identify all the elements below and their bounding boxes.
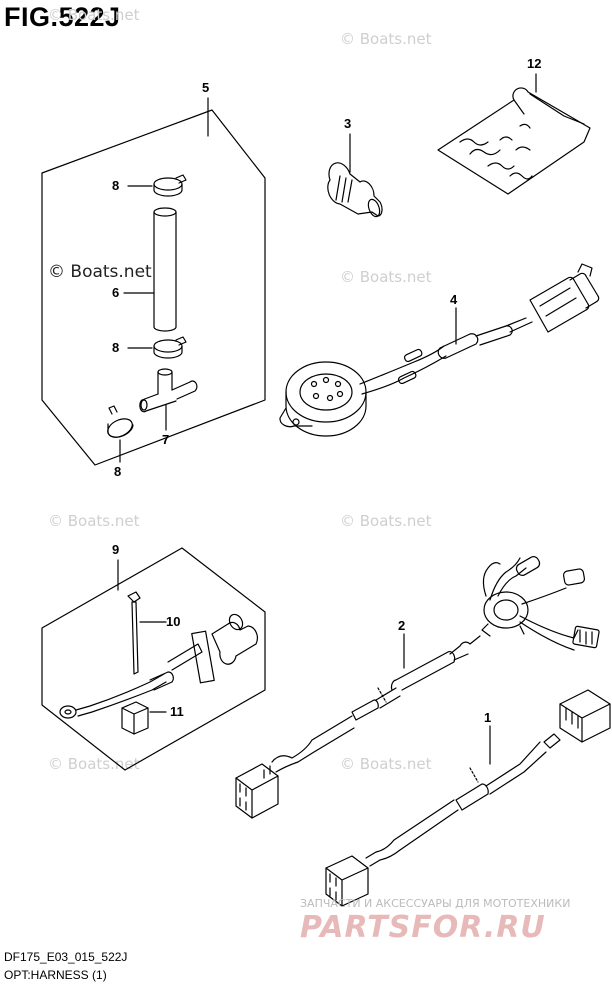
callout-7: 7: [162, 432, 170, 447]
callout-12: 12: [527, 56, 542, 71]
callout-5: 5: [202, 80, 210, 95]
watermark: © Boats.net: [48, 755, 140, 773]
bag-12: [437, 73, 591, 195]
hose-6: [123, 207, 177, 332]
hose-clamp-middle: [127, 336, 187, 359]
diagram-name: OPT:HARNESS (1): [4, 968, 107, 982]
diagram-code: DF175_E03_015_522J: [4, 950, 128, 964]
buzzer-harness-4: [279, 263, 600, 437]
callout-8: 8: [114, 464, 122, 479]
shop-logo: PARTSFOR.RU: [300, 910, 546, 945]
callout-4: 4: [450, 292, 458, 307]
watermark: © Boats.net: [340, 30, 432, 48]
shop-tagline: ЗАПЧАСТИ И АКСЕССУАРЫ ДЛЯ МОТОТЕХНИКИ: [300, 897, 571, 910]
plug-3: [327, 133, 383, 218]
watermark: © Boats.net: [340, 512, 432, 530]
watermark: © Boats.net: [340, 755, 432, 773]
cable-tie-10: [127, 591, 167, 675]
callout-3: 3: [344, 116, 352, 131]
watermark: © Boats.net: [48, 262, 152, 282]
kit-box-9: [41, 547, 266, 771]
callout-9: 9: [112, 542, 120, 557]
hose-clamp-upper: [127, 174, 187, 197]
watermark: © Boats.net: [340, 268, 432, 286]
callout-2: 2: [398, 618, 406, 633]
callout-8: 8: [112, 340, 120, 355]
callout-1: 1: [484, 710, 492, 725]
kit-box-5: [41, 97, 266, 466]
watermark: © Boats.net: [48, 6, 140, 24]
figure-title: FIG.522J: [4, 2, 121, 32]
tee-joint-7: [139, 368, 198, 431]
callout-11: 11: [170, 704, 184, 719]
watermark: © Boats.net: [48, 512, 140, 530]
hose-clamp-lower: [107, 405, 134, 463]
callout-8: 8: [112, 178, 120, 193]
callout-10: 10: [166, 614, 181, 629]
connector-11: [121, 701, 167, 735]
extension-harness-1: [325, 689, 611, 907]
ground-wire: [59, 613, 258, 719]
callout-6: 6: [112, 285, 120, 300]
main-harness-2: [235, 556, 600, 819]
